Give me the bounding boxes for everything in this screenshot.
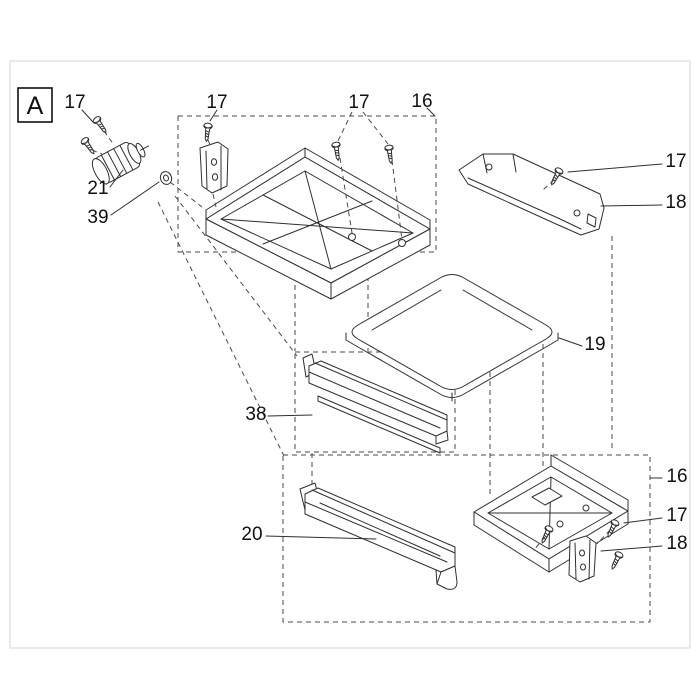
section-label-box: A (17, 87, 53, 123)
callout-labels: 17 21 39 17 17 16 17 18 19 38 16 20 17 1… (64, 91, 687, 554)
screw-icon (91, 114, 110, 136)
part-18-bracket-bottom (568, 535, 597, 583)
assembly-dash-lines (91, 111, 611, 552)
callout-39-grommet: 39 (87, 207, 108, 228)
callout-18-support-right: 18 (665, 192, 686, 213)
part-20-rail-lower (299, 482, 458, 590)
callout-20-rail-lower: 20 (241, 524, 262, 545)
callout-38-rail-upper: 38 (245, 404, 266, 425)
section-label: A (27, 92, 44, 120)
callout-17-screws-top-left: 17 (64, 92, 85, 113)
part-18-support-top (458, 153, 605, 236)
callout-16-bottom-group: 16 (666, 466, 687, 487)
part-39-grommet (159, 171, 173, 185)
drawing-frame (9, 60, 691, 649)
screw-icon (79, 135, 98, 157)
callout-19-lid: 19 (584, 334, 605, 355)
callout-17-bracket-top: 17 (206, 92, 227, 113)
callout-17-bottom-screw: 17 (666, 505, 687, 526)
screw-icon (201, 122, 213, 143)
leader-lines (81, 107, 663, 552)
part-38-rail-upper (302, 353, 449, 454)
callout-18-bottom-bracket: 18 (666, 533, 687, 554)
screw-icon (383, 144, 396, 165)
callout-16-top-group: 16 (411, 91, 432, 112)
callout-17-support-screw: 17 (665, 151, 686, 172)
group-box-38 (294, 351, 456, 453)
part-bottom-tray (473, 454, 629, 573)
screw-icon (607, 550, 625, 572)
part-21-motor (91, 141, 149, 185)
screw-icon (330, 141, 343, 162)
callout-21-motor: 21 (87, 178, 108, 199)
part-17-bracket-top (199, 141, 229, 194)
part-16-top-tray (205, 147, 431, 300)
group-box-16-bottom (282, 454, 651, 623)
part-19-lid (345, 274, 559, 402)
callout-17-tray-screws: 17 (348, 92, 369, 113)
